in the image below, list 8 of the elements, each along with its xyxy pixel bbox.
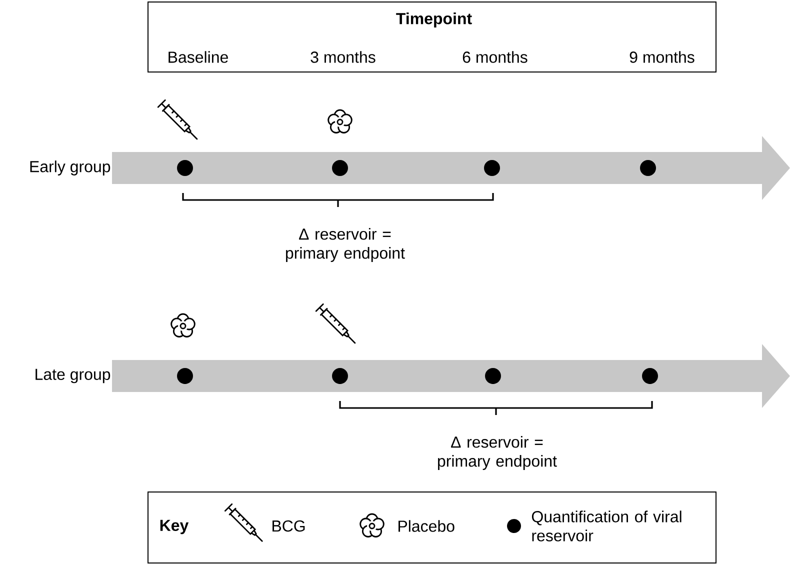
group-label: Late group	[36, 368, 110, 384]
endpoint-label: Δ reservoir = primary endpoint	[438, 436, 557, 470]
endpoint-label: Δ reservoir = primary endpoint	[286, 228, 405, 262]
legend-text: BCG	[272, 520, 305, 532]
group-label: Early group	[30, 160, 110, 176]
timepoint-box: Timepoint Baseline 3 months 6 months 9 months	[148, 2, 716, 72]
legend-text: Quantification of viral reservoir	[532, 510, 682, 542]
legend-text: Placebo	[398, 520, 454, 532]
